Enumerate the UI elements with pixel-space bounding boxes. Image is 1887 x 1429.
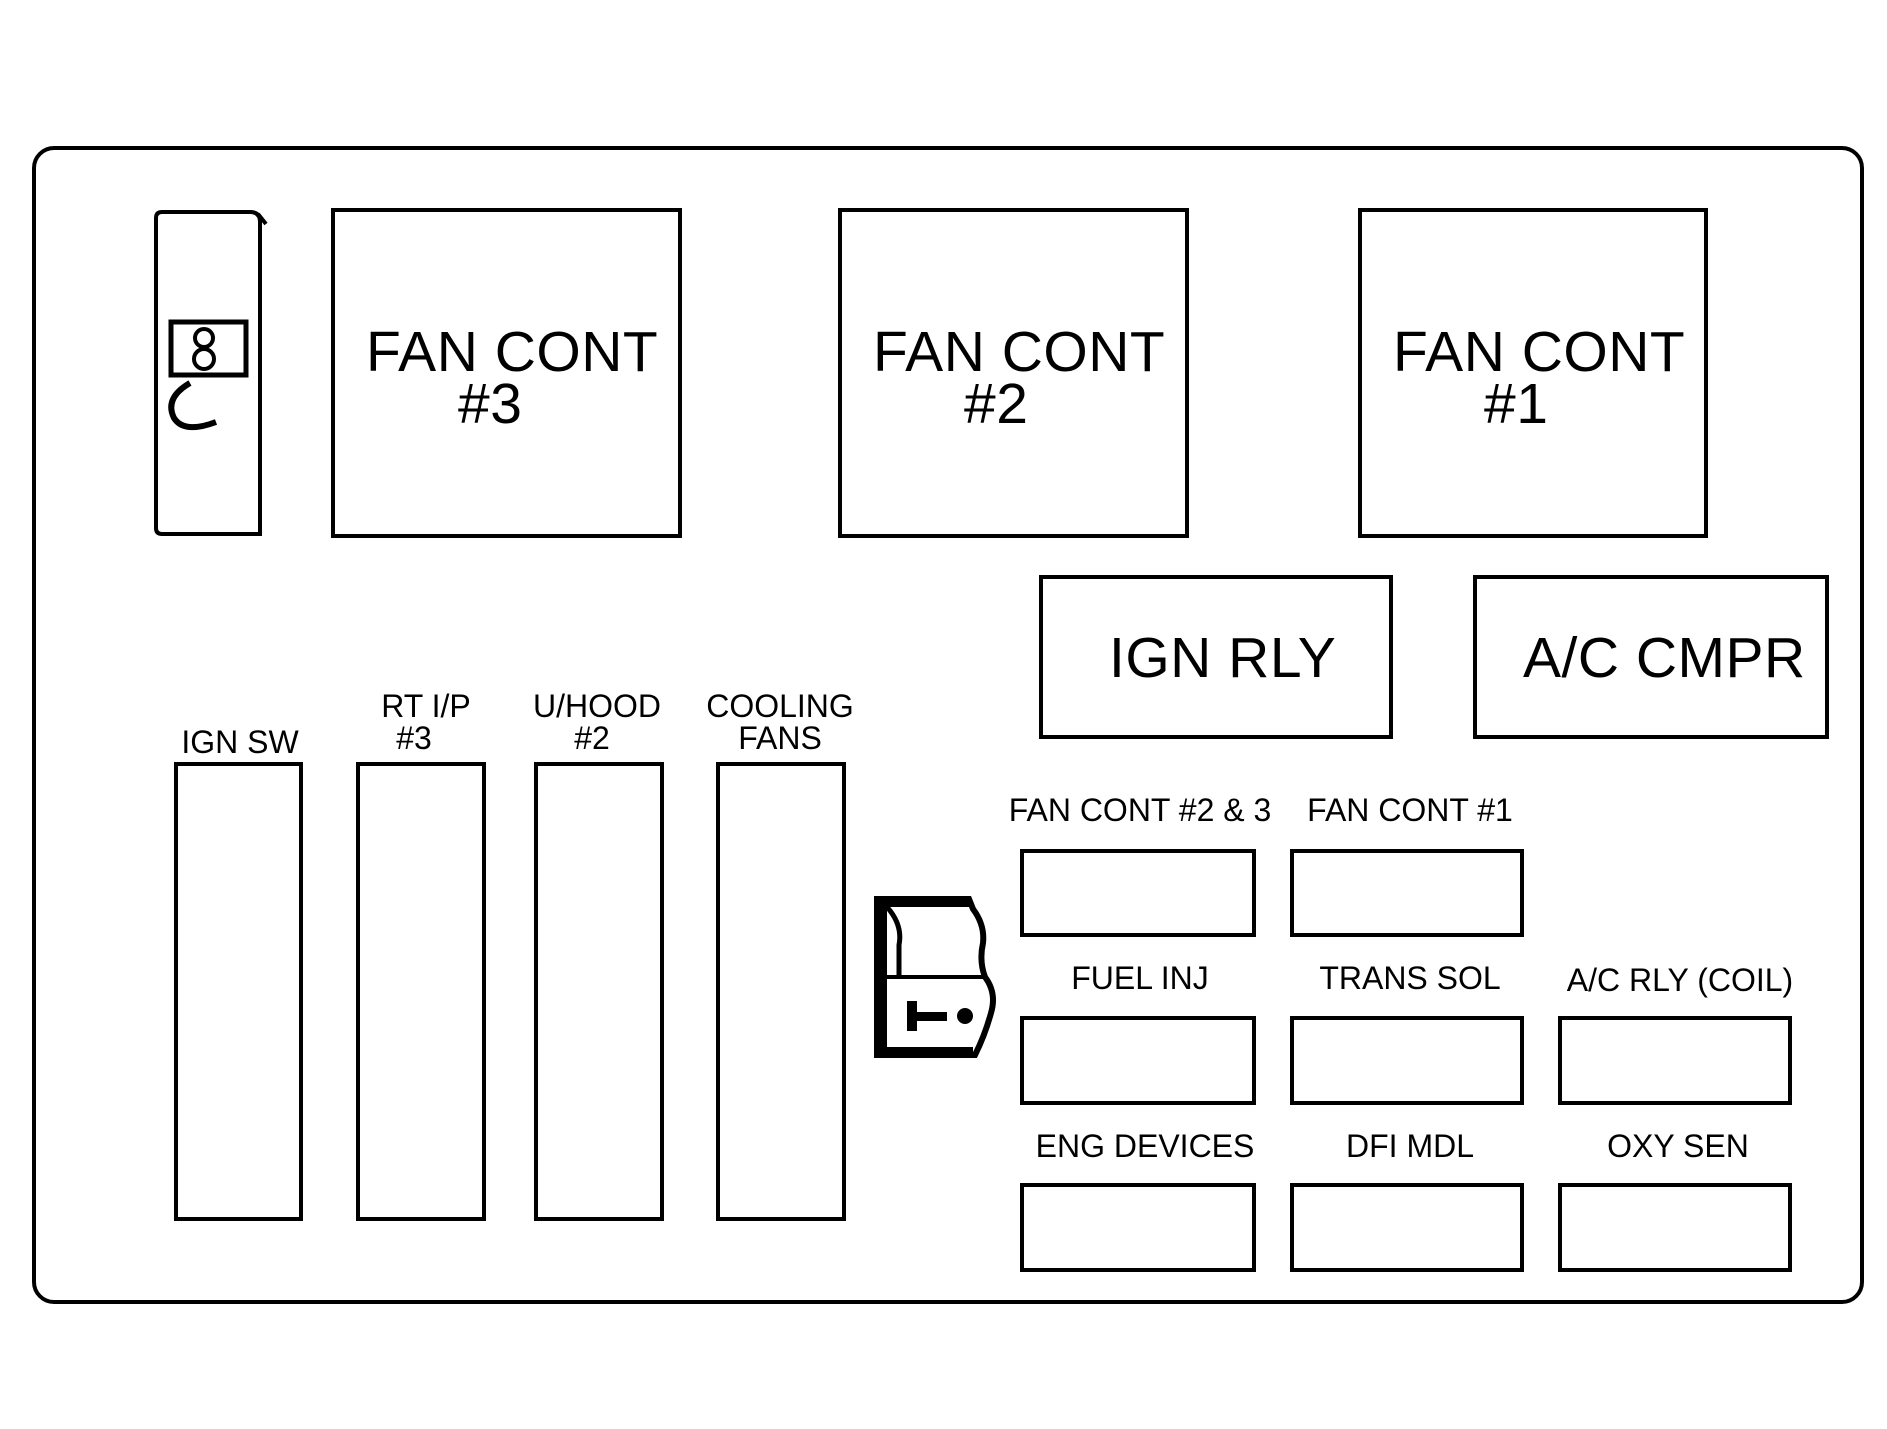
fan-cont-3-label-line1: FAN CONT: [366, 320, 659, 384]
eng-devices-label: ENG DEVICES: [1035, 1128, 1255, 1164]
oxy-sen-label: OXY SEN: [1607, 1128, 1749, 1164]
rt-ip-3-fuse: [356, 762, 486, 1221]
u-hood-2-label-line2: #2: [574, 720, 610, 756]
fan-cont-2-relay: [838, 208, 1189, 538]
oxy-sen-fuse: [1558, 1183, 1792, 1272]
u-hood-2-label-line1: U/HOOD: [533, 688, 661, 724]
ac-cmpr-label: A/C CMPR: [1523, 626, 1806, 690]
ac-cmpr-relay: [1473, 575, 1829, 739]
fan-cont-1-fuse-label: FAN CONT #1: [1307, 792, 1513, 828]
fan-cont-1-fuse: [1290, 849, 1524, 937]
fan-cont-2-label-line2: #2: [964, 372, 1029, 436]
cooling-fans-label-line1: COOLING: [706, 688, 854, 724]
fan-cont-1-relay: [1358, 208, 1708, 538]
fan-cont-3-relay: [331, 208, 682, 538]
fan-cont-2-3-label: FAN CONT #2 & 3: [1008, 792, 1272, 828]
u-hood-2-fuse: [534, 762, 664, 1221]
ign-rly-label: IGN RLY: [1109, 626, 1337, 690]
ac-rly-coil-fuse: [1558, 1016, 1792, 1105]
rt-ip-3-label-line2: #3: [396, 720, 432, 756]
cooling-fans-fuse: [716, 762, 846, 1221]
dfi-mdl-label: DFI MDL: [1346, 1128, 1474, 1164]
trans-sol-fuse: [1290, 1016, 1524, 1105]
ign-rly-relay: [1039, 575, 1393, 739]
cooling-fans-label-line2: FANS: [738, 720, 822, 756]
eng-devices-fuse: [1020, 1183, 1256, 1272]
ign-sw-label: IGN SW: [181, 724, 299, 760]
fuel-inj-label: FUEL INJ: [1071, 960, 1209, 996]
ign-sw-fuse: [174, 762, 303, 1221]
dfi-mdl-fuse: [1290, 1183, 1524, 1272]
fan-cont-2-3-fuse: [1020, 849, 1256, 937]
fuse-block-outline: [32, 146, 1864, 1304]
fan-cont-2-label-line1: FAN CONT: [873, 320, 1166, 384]
fuel-inj-fuse: [1020, 1016, 1256, 1105]
fan-cont-3-label-line2: #3: [458, 372, 523, 436]
fan-cont-1-label-line2: #1: [1484, 372, 1549, 436]
trans-sol-label: TRANS SOL: [1319, 960, 1501, 996]
fan-cont-1-label-line1: FAN CONT: [1393, 320, 1686, 384]
ac-rly-coil-label: A/C RLY (COIL): [1566, 962, 1794, 998]
rt-ip-3-label-line1: RT I/P: [381, 688, 471, 724]
